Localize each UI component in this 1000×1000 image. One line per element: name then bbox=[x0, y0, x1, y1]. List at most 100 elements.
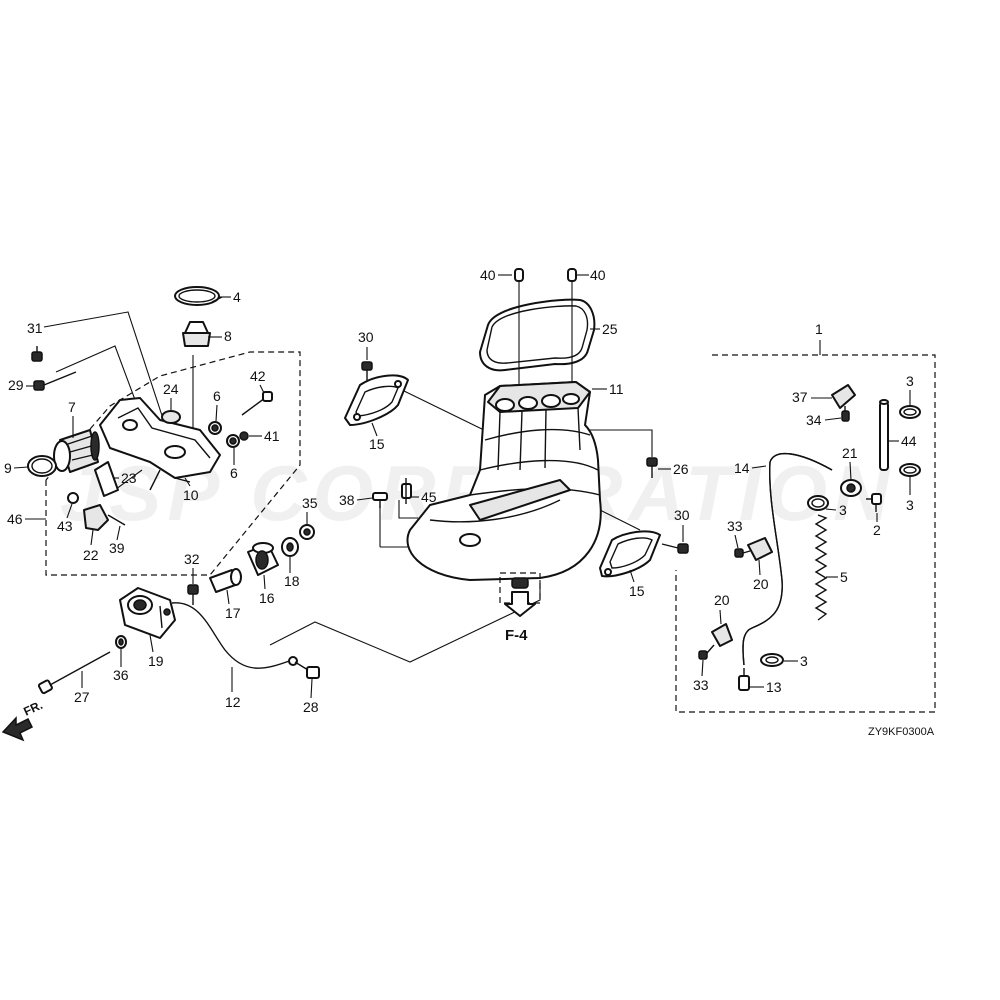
callout-18: 18 bbox=[284, 573, 300, 589]
callout-4: 4 bbox=[233, 289, 241, 305]
screw-39 bbox=[107, 514, 126, 526]
callout-33-lower: 33 bbox=[693, 677, 709, 693]
callout-41: 41 bbox=[264, 428, 280, 444]
callout-25: 25 bbox=[602, 321, 618, 337]
callout-3-mid-right: 3 bbox=[906, 497, 914, 513]
plate-22 bbox=[83, 504, 109, 531]
bushing-16 bbox=[247, 542, 279, 576]
callout-3-top: 3 bbox=[906, 373, 914, 389]
clamp-3-a bbox=[899, 405, 921, 419]
callout-8: 8 bbox=[224, 328, 232, 344]
bolt-31 bbox=[31, 346, 43, 362]
nut-41 bbox=[239, 431, 249, 441]
nut-35 bbox=[299, 524, 315, 540]
front-arrow bbox=[1, 716, 34, 742]
callout-40-right: 40 bbox=[590, 267, 606, 283]
bolt-28 bbox=[294, 661, 320, 679]
cable-12-end bbox=[288, 656, 298, 666]
callout-42: 42 bbox=[250, 368, 266, 384]
callout-15-lower: 15 bbox=[629, 583, 645, 599]
callout-36: 36 bbox=[113, 667, 129, 683]
ref-label-f4: F-4 bbox=[505, 627, 528, 644]
callout-15-upper: 15 bbox=[369, 436, 385, 452]
grommet-6-lower bbox=[226, 434, 240, 448]
cover-plate-15-lower bbox=[599, 530, 661, 578]
callout-10: 10 bbox=[183, 487, 199, 503]
right-group-box bbox=[675, 354, 936, 713]
callout-14: 14 bbox=[734, 460, 750, 476]
screw-38 bbox=[372, 492, 388, 508]
callout-38: 38 bbox=[339, 492, 355, 508]
grommet-6-upper bbox=[208, 421, 222, 435]
washer-43 bbox=[67, 492, 79, 504]
pulley-7 bbox=[53, 429, 100, 473]
washer-18 bbox=[281, 537, 299, 557]
bolt-32 bbox=[187, 584, 199, 605]
gasket-25 bbox=[479, 298, 596, 372]
cap-24 bbox=[161, 410, 181, 424]
cable-12 bbox=[171, 602, 293, 669]
cap-37 bbox=[831, 384, 856, 409]
tube-44 bbox=[879, 399, 889, 471]
callout-1: 1 bbox=[815, 321, 823, 337]
callout-16: 16 bbox=[259, 590, 275, 606]
clip-20-upper bbox=[747, 537, 773, 561]
bolt-42 bbox=[241, 391, 273, 416]
left-group-box bbox=[45, 351, 301, 576]
callout-24: 24 bbox=[163, 381, 179, 397]
callout-2: 2 bbox=[873, 522, 881, 538]
grommet-21 bbox=[840, 479, 862, 497]
callout-27: 27 bbox=[74, 689, 90, 705]
fitting-45 bbox=[401, 478, 412, 504]
callout-30-lower: 30 bbox=[674, 507, 690, 523]
callout-labels: 40 40 4 31 8 30 25 1 29 42 24 7 6 11 37 … bbox=[4, 267, 917, 715]
fitting-2 bbox=[866, 493, 882, 512]
callout-26: 26 bbox=[673, 461, 689, 477]
collar-17 bbox=[209, 568, 242, 593]
diagram-code: ZY9KF0300A bbox=[868, 726, 935, 738]
callout-3-bottom: 3 bbox=[800, 653, 808, 669]
callout-6-upper: 6 bbox=[213, 388, 221, 404]
gasket-25-inner bbox=[486, 305, 589, 364]
callout-35: 35 bbox=[302, 495, 318, 511]
washer-36 bbox=[115, 635, 127, 649]
callout-40-left: 40 bbox=[480, 267, 496, 283]
callout-28: 28 bbox=[303, 699, 319, 715]
callout-20-lower: 20 bbox=[714, 592, 730, 608]
callout-46: 46 bbox=[7, 511, 23, 527]
callout-32: 32 bbox=[184, 551, 200, 567]
bolt-29 bbox=[33, 371, 77, 391]
fitting-13 bbox=[738, 668, 750, 691]
clamp-3-c bbox=[807, 495, 829, 511]
callout-5: 5 bbox=[840, 569, 848, 585]
spring-5 bbox=[814, 514, 828, 621]
callout-34: 34 bbox=[806, 412, 822, 428]
callout-43: 43 bbox=[57, 518, 73, 534]
callout-39: 39 bbox=[109, 540, 125, 556]
callout-21: 21 bbox=[842, 445, 858, 461]
clamp-3-d bbox=[760, 653, 784, 667]
ref-f4 bbox=[499, 572, 541, 617]
callout-13: 13 bbox=[766, 679, 782, 695]
front-label: FR. bbox=[21, 698, 44, 719]
callout-33-upper: 33 bbox=[727, 518, 743, 534]
callout-19: 19 bbox=[148, 653, 164, 669]
bolt-30-upper bbox=[361, 361, 373, 380]
callout-23: 23 bbox=[121, 470, 137, 486]
bolt-33-lower bbox=[698, 644, 715, 660]
clip-20-lower bbox=[711, 623, 733, 647]
cover-plate-15-upper bbox=[344, 374, 409, 426]
mount-19 bbox=[119, 587, 176, 639]
bracket-10 bbox=[99, 397, 221, 491]
callout-29: 29 bbox=[8, 377, 24, 393]
callout-12: 12 bbox=[225, 694, 241, 710]
hose-14-core bbox=[742, 452, 833, 666]
bolt-26 bbox=[646, 457, 658, 478]
callout-9: 9 bbox=[4, 460, 12, 476]
callout-20-upper: 20 bbox=[753, 576, 769, 592]
callout-17: 17 bbox=[225, 605, 241, 621]
callout-6-lower: 6 bbox=[230, 465, 238, 481]
callout-22: 22 bbox=[83, 547, 99, 563]
grommet-8 bbox=[182, 321, 211, 347]
